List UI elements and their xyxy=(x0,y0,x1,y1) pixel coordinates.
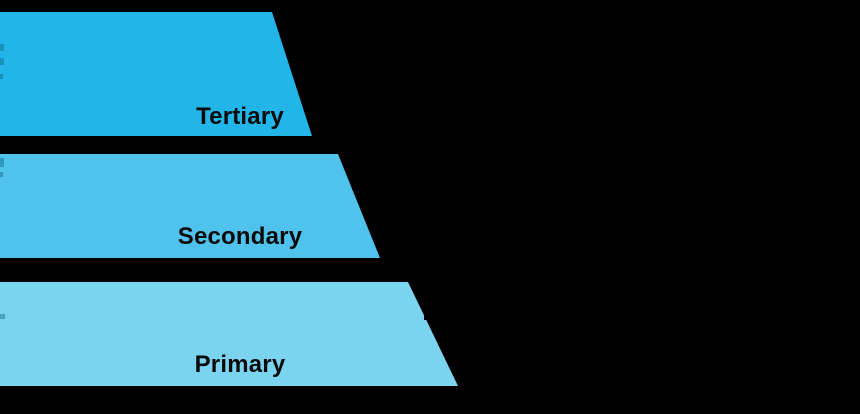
clipped-glyph-remnant xyxy=(0,44,4,51)
separator-stripe xyxy=(366,204,860,220)
funnel-band-label-primary: Primary xyxy=(194,351,286,378)
clipped-glyph-remnant xyxy=(0,314,5,319)
clipped-glyph-remnant xyxy=(0,158,4,167)
funnel-band-tertiary[interactable] xyxy=(0,12,860,136)
separator-stripe xyxy=(0,386,860,414)
separator-stripe xyxy=(382,236,860,252)
separator-stripe xyxy=(352,172,860,190)
funnel-band-shape-secondary xyxy=(0,154,380,258)
separator-stripe xyxy=(0,258,860,282)
separator-stripe xyxy=(458,360,860,374)
funnel-band-shape-tertiary xyxy=(0,12,312,136)
separator-stripe xyxy=(300,78,860,96)
separator-stripe xyxy=(440,334,860,348)
funnel-band-label-secondary: Secondary xyxy=(177,223,303,250)
funnel-band-shape-primary xyxy=(0,282,459,386)
funnel-band-primary[interactable] xyxy=(0,282,860,386)
separator-stripe xyxy=(424,304,860,320)
funnel-band-secondary[interactable] xyxy=(0,154,860,258)
separator-stripe xyxy=(0,136,860,154)
separator-stripe xyxy=(0,0,860,12)
clipped-glyph-remnant xyxy=(0,58,4,65)
funnel-band-label-tertiary: Tertiary xyxy=(196,103,284,130)
separator-stripe xyxy=(318,110,860,128)
clipped-glyph-remnant xyxy=(0,172,3,177)
clipped-glyph-remnant xyxy=(0,74,3,79)
